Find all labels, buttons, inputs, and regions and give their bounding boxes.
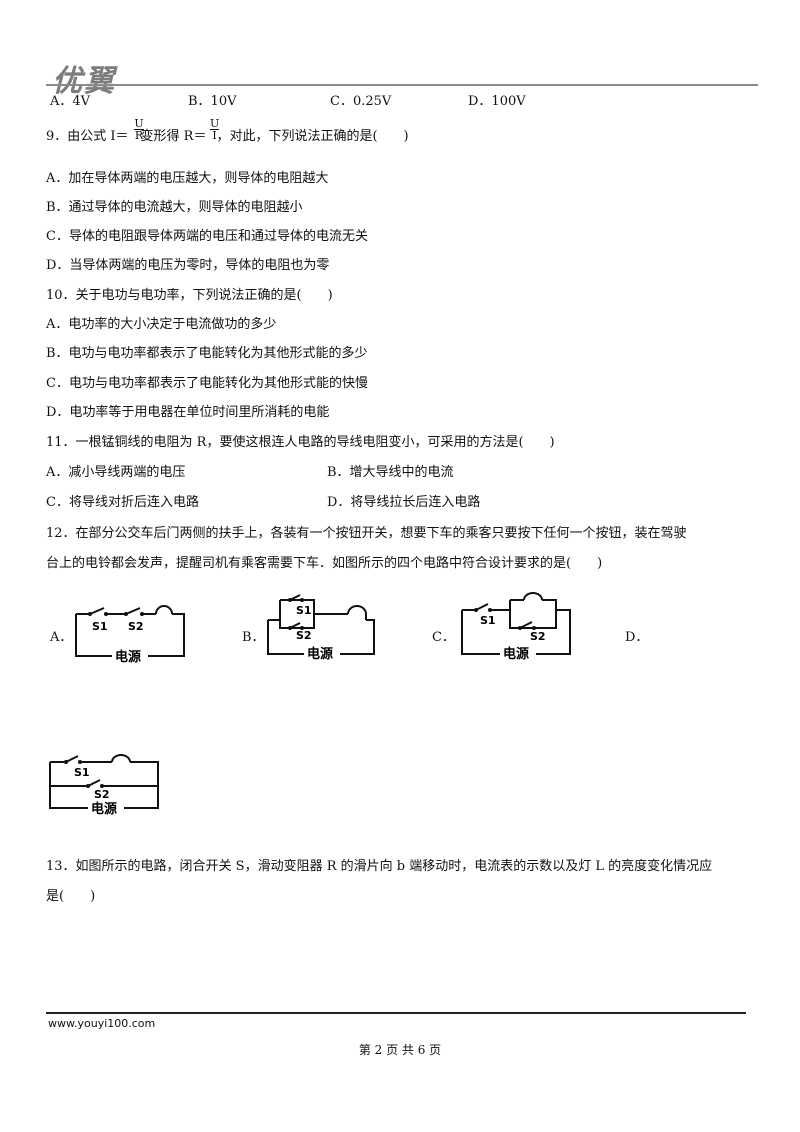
q12-label-d: D． (625, 630, 649, 645)
q10-option-d: D．电功率等于用电器在单位时间里所消耗的电能 (46, 405, 330, 420)
q9-option-c: C．导体的电阻跟导体两端的电压和通过导体的电流无关 (46, 229, 368, 244)
q13-stem-line2: 是( ) (46, 889, 96, 904)
switch-s1-label: S1 (480, 614, 496, 627)
circuit-d-diagram: S1 S2 电源 (49, 754, 159, 817)
q12-label-a: A． (50, 630, 73, 645)
q11-option-d: D．将导线拉长后连入电路 (327, 495, 481, 510)
q11-option-b: B．增大导线中的电流 (327, 465, 454, 480)
q9-fraction-u-over-i: U I (210, 118, 219, 141)
power-source-label: 电源 (91, 801, 117, 817)
switch-s2-label: S2 (296, 629, 312, 642)
q8-option-c: C．0.25V (330, 94, 392, 109)
fraction-denominator: I (210, 129, 219, 141)
q13-stem-line1: 13．如图所示的电路，闭合开关 S，滑动变阻器 R 的滑片向 b 端移动时，电流… (46, 859, 713, 874)
power-source-label: 电源 (307, 646, 333, 662)
circuit-b-diagram: S1 S2 电源 (267, 594, 375, 662)
footer-rule (46, 1012, 746, 1014)
switch-s2-label: S2 (530, 630, 546, 643)
q12-label-c: C． (432, 630, 455, 645)
q12-label-b: B． (242, 630, 265, 645)
circuit-c-diagram: S1 S2 电源 (461, 592, 571, 662)
switch-s1-label: S1 (296, 604, 312, 617)
q12-stem-line2: 台上的电铃都会发声，提醒司机有乘客需要下车．如图所示的四个电路中符合设计要求的是… (46, 556, 603, 571)
power-source-label: 电源 (115, 649, 141, 665)
fraction-numerator: U (134, 117, 144, 130)
q8-option-b: B．10V (188, 94, 237, 109)
fraction-numerator: U (210, 117, 220, 130)
q9-middle: 变形得 R＝ (140, 129, 207, 144)
switch-s2-label: S2 (128, 620, 144, 633)
footer-url: www.youyi100.com (48, 1017, 156, 1030)
page-number: 第 2 页 共 6 页 (358, 1043, 442, 1057)
switch-s2-label: S2 (94, 788, 110, 801)
switch-s1-label: S1 (92, 620, 108, 633)
q11-option-c: C．将导线对折后连入电路 (46, 495, 199, 510)
header-rule (46, 84, 758, 86)
logo: 优翼 (52, 64, 116, 99)
q9-prefix: 9．由公式 I＝ (46, 129, 129, 144)
fraction-denominator: R (134, 129, 144, 142)
q9-option-d: D．当导体两端的电压为零时，导体的电阻也为零 (46, 258, 330, 273)
q10-option-c: C．电功与电功率都表示了电能转化为其他形式能的快慢 (46, 376, 368, 391)
q9-option-a: A．加在导体两端的电压越大，则导体的电阻越大 (46, 171, 329, 186)
power-source-label: 电源 (503, 646, 529, 662)
circuit-a-diagram: S1 S2 电源 (75, 605, 185, 665)
q10-stem: 10．关于电功与电功率，下列说法正确的是( ) (46, 288, 333, 303)
q9-option-b: B．通过导体的电流越大，则导体的电阻越小 (46, 200, 303, 215)
q11-option-a: A．减小导线两端的电压 (46, 465, 186, 480)
q9-fraction-u-over-r: U R (134, 118, 144, 141)
q9-stem: 9．由公式 I＝ 变形得 R＝ ，对此，下列说法正确的是( ) (46, 128, 409, 146)
q10-option-a: A．电功率的大小决定于电流做功的多少 (46, 317, 277, 332)
q8-option-d: D．100V (468, 94, 526, 109)
switch-s1-label: S1 (74, 766, 90, 779)
q12-stem-line1: 12．在部分公交车后门两侧的扶手上，各装有一个按钮开关，想要下车的乘客只要按下任… (46, 526, 687, 541)
q10-option-b: B．电功与电功率都表示了电能转化为其他形式能的多少 (46, 346, 368, 361)
q11-stem: 11．一根锰铜线的电阻为 R，要使这根连人电路的导线电阻变小，可采用的方法是( … (46, 435, 555, 450)
q8-option-a: A．4V (50, 94, 91, 109)
q9-suffix: ，对此，下列说法正确的是( ) (216, 129, 409, 144)
